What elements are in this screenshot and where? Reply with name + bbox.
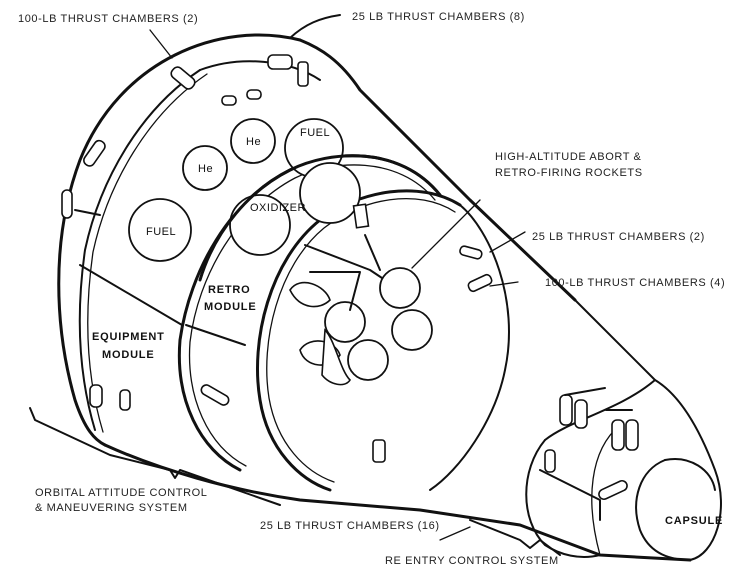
helium-tank-right <box>230 118 276 164</box>
system-brackets <box>29 407 561 556</box>
label-he-right: He <box>246 136 261 148</box>
label-he-left: He <box>198 163 213 175</box>
retro-rim-overlay <box>198 154 442 282</box>
label-equipment-module-line1: EQUIPMENT <box>92 331 165 343</box>
retro-rocket-3 <box>391 309 433 351</box>
label-retro-module-line1: RETRO <box>208 284 251 296</box>
label-oxidizer: OXIDIZER <box>250 202 306 214</box>
label-25lb-thrust-chambers-16: 25 LB THRUST CHAMBERS (16) <box>260 520 440 532</box>
orbital-thrusters <box>61 54 493 463</box>
label-equipment-module-line2: MODULE <box>102 349 154 361</box>
label-100lb-thrust-chambers-2: 100-LB THRUST CHAMBERS (2) <box>18 13 198 25</box>
label-rockets-line1: HIGH-ALTITUDE ABORT & <box>495 151 642 163</box>
label-25lb-thrust-chambers-8: 25 LB THRUST CHAMBERS (8) <box>352 11 525 23</box>
label-25lb-thrust-chambers-2: 25 LB THRUST CHAMBERS (2) <box>532 231 705 243</box>
retro-rocket-2 <box>324 301 366 343</box>
propellant-tanks <box>128 118 361 262</box>
adapter-rim <box>256 189 510 492</box>
label-100lb-thrust-chambers-4: 100-LB THRUST CHAMBERS (4) <box>545 277 725 289</box>
oxidizer-tank-front <box>299 162 361 224</box>
label-oamps-line1: ORBITAL ATTITUDE CONTROL <box>35 487 208 499</box>
label-oamps-line2: & MANEUVERING SYSTEM <box>35 502 188 514</box>
oxidizer-tank-back <box>229 194 291 256</box>
leader-lines <box>149 14 526 541</box>
label-rockets-line2: RETRO-FIRING ROCKETS <box>495 167 643 179</box>
label-fuel-right: FUEL <box>300 127 330 139</box>
label-reentry-control-system: RE ENTRY CONTROL SYSTEM <box>385 555 559 567</box>
reentry-thrusters <box>539 387 639 521</box>
label-retro-module-line2: MODULE <box>204 301 256 313</box>
label-capsule: CAPSULE <box>665 515 723 527</box>
helium-tank-left <box>182 145 228 191</box>
equipment-module-rim <box>78 60 321 433</box>
fuel-tank-left <box>128 198 192 262</box>
retro-rocket-cluster <box>289 203 433 386</box>
retro-rocket-4 <box>347 339 389 381</box>
retro-rocket-1 <box>379 267 421 309</box>
label-fuel-left: FUEL <box>146 226 176 238</box>
capsule-body <box>525 379 716 561</box>
